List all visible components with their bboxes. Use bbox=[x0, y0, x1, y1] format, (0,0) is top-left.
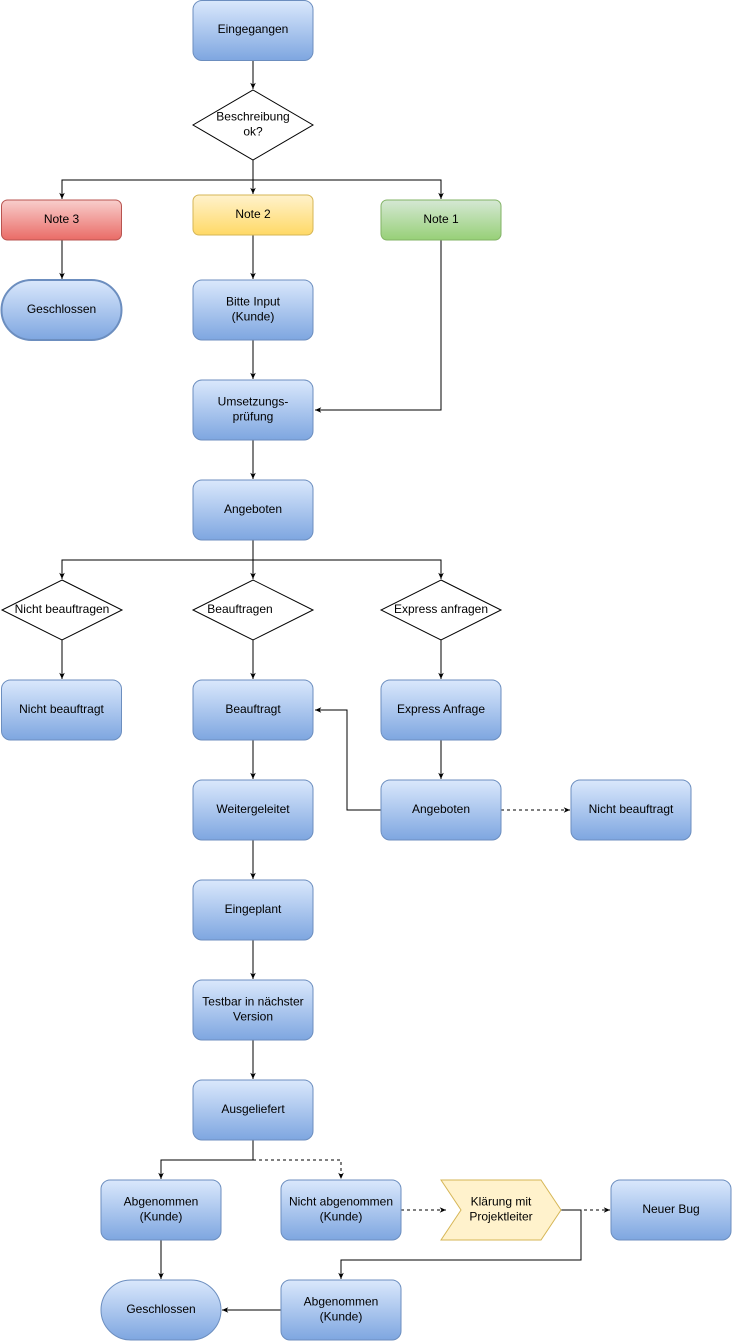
node-label-line: Beschreibung bbox=[216, 110, 289, 124]
edge-beschreibung-note1 bbox=[253, 179, 444, 199]
node-label: Nicht beauftragt bbox=[589, 802, 674, 816]
node-weitergeleitet[interactable]: Weitergeleitet bbox=[192, 779, 314, 841]
node-label-line: (Kunde) bbox=[320, 1210, 363, 1224]
edge-angeboten-express bbox=[253, 559, 444, 579]
node-label: Note 3 bbox=[44, 212, 80, 226]
node-label: Bitte Input(Kunde) bbox=[226, 295, 281, 324]
node-geschlossen-1[interactable]: Geschlossen bbox=[0, 279, 123, 341]
node-label: Angeboten bbox=[412, 802, 470, 816]
edge-angeboten-beauftragt bbox=[315, 707, 381, 811]
node-label-line: Beauftragt bbox=[225, 702, 281, 716]
node-label-line: Nicht beauftragt bbox=[19, 702, 104, 716]
node-label-line: Klärung mit bbox=[471, 1195, 532, 1209]
edge-ausgeliefert-nichtabgenommen bbox=[253, 1159, 344, 1179]
node-label-line: Beauftragen bbox=[207, 602, 272, 616]
node-label-line: Abgenommen bbox=[304, 1295, 379, 1309]
node-note3[interactable]: Note 3 bbox=[1, 199, 122, 241]
node-label: Eingegangen bbox=[218, 22, 289, 36]
node-nicht-beauftragt-2[interactable]: Nicht beauftragt bbox=[570, 779, 692, 841]
node-label-line: Testbar in nächster bbox=[202, 995, 303, 1009]
node-label-line: Note 2 bbox=[235, 207, 271, 221]
node-label: Geschlossen bbox=[126, 1302, 195, 1316]
node-abgenommen-2[interactable]: Abgenommen(Kunde) bbox=[280, 1279, 402, 1341]
node-label-line: Angeboten bbox=[224, 502, 282, 516]
node-express-anfragen-decision[interactable]: Express anfragen bbox=[379, 579, 503, 641]
node-label-line: Projektleiter bbox=[469, 1210, 532, 1224]
node-abgenommen-1[interactable]: Abgenommen(Kunde) bbox=[100, 1179, 222, 1241]
node-nicht-beauftragt-1[interactable]: Nicht beauftragt bbox=[1, 679, 122, 741]
node-neuer-bug[interactable]: Neuer Bug bbox=[610, 1179, 732, 1241]
node-label-line: (Kunde) bbox=[140, 1210, 183, 1224]
node-label-line: Nicht abgenommen bbox=[289, 1195, 393, 1209]
node-label-line: ok? bbox=[243, 125, 263, 139]
node-label: Note 1 bbox=[423, 212, 459, 226]
node-label: Express anfragen bbox=[394, 602, 488, 616]
node-label: Beauftragen bbox=[207, 602, 272, 616]
node-nicht-beauftragen-decision[interactable]: Nicht beauftragen bbox=[0, 579, 124, 641]
node-label: Abgenommen(Kunde) bbox=[304, 1295, 379, 1324]
node-label-line: Geschlossen bbox=[27, 302, 96, 316]
node-label: Umsetzungs-prüfung bbox=[218, 395, 289, 424]
node-label: Eingeplant bbox=[225, 902, 282, 916]
node-label: Geschlossen bbox=[27, 302, 96, 316]
node-label-line: Geschlossen bbox=[126, 1302, 195, 1316]
edge-note1-umsetzung bbox=[315, 240, 442, 413]
node-label: Nicht beauftragen bbox=[15, 602, 110, 616]
node-ausgeliefert[interactable]: Ausgeliefert bbox=[192, 1079, 314, 1141]
node-label-line: Angeboten bbox=[412, 802, 470, 816]
node-label: Nicht abgenommen(Kunde) bbox=[289, 1195, 393, 1224]
node-beauftragen-decision[interactable]: Beauftragen bbox=[191, 579, 315, 641]
node-eingegangen[interactable]: Eingegangen bbox=[192, 0, 314, 61]
node-angeboten-2[interactable]: Angeboten bbox=[380, 779, 502, 841]
node-label-line: Ausgeliefert bbox=[221, 1102, 285, 1116]
node-label: Nicht beauftragt bbox=[19, 702, 104, 716]
node-label-line: Umsetzungs- bbox=[218, 395, 289, 409]
node-label-line: Express anfragen bbox=[394, 602, 488, 616]
node-label: Beauftragt bbox=[225, 702, 281, 716]
node-label: Weitergeleitet bbox=[216, 802, 290, 816]
edge-klaerung-abgenommen2 bbox=[338, 1209, 582, 1279]
node-label-line: Bitte Input bbox=[226, 295, 281, 309]
node-label-line: Abgenommen bbox=[124, 1195, 199, 1209]
node-umsetzungspruefung[interactable]: Umsetzungs-prüfung bbox=[192, 379, 314, 441]
node-nicht-abgenommen[interactable]: Nicht abgenommen(Kunde) bbox=[280, 1179, 402, 1241]
node-angeboten-1[interactable]: Angeboten bbox=[192, 479, 314, 541]
node-label-line: Note 1 bbox=[423, 212, 459, 226]
node-label-line: prüfung bbox=[233, 410, 274, 424]
node-label-line: Eingeplant bbox=[225, 902, 282, 916]
node-label: Abgenommen(Kunde) bbox=[124, 1195, 199, 1224]
edge-angeboten-branch bbox=[59, 540, 254, 579]
node-bitte-input[interactable]: Bitte Input(Kunde) bbox=[192, 279, 314, 341]
node-label-line: Neuer Bug bbox=[642, 1202, 699, 1216]
node-label-line: Express Anfrage bbox=[397, 702, 485, 716]
node-label-line: Version bbox=[233, 1010, 273, 1024]
node-express-anfrage[interactable]: Express Anfrage bbox=[380, 679, 502, 741]
node-label-line: Eingegangen bbox=[218, 22, 289, 36]
node-label-line: (Kunde) bbox=[232, 310, 275, 324]
node-label: Note 2 bbox=[235, 207, 271, 221]
node-label-line: Note 3 bbox=[44, 212, 80, 226]
node-beauftragt[interactable]: Beauftragt bbox=[192, 679, 314, 741]
node-note1[interactable]: Note 1 bbox=[380, 199, 502, 241]
edge-beschreibung-branch bbox=[59, 160, 254, 199]
node-label: Express Anfrage bbox=[397, 702, 485, 716]
node-geschlossen-2[interactable]: Geschlossen bbox=[100, 1279, 222, 1341]
node-label-line: Nicht beauftragen bbox=[15, 602, 110, 616]
node-label: Angeboten bbox=[224, 502, 282, 516]
node-label-line: (Kunde) bbox=[320, 1310, 363, 1324]
node-label: Ausgeliefert bbox=[221, 1102, 285, 1116]
node-label: Neuer Bug bbox=[642, 1202, 699, 1216]
node-label-line: Nicht beauftragt bbox=[589, 802, 674, 816]
node-label-line: Weitergeleitet bbox=[216, 802, 290, 816]
node-note2[interactable]: Note 2 bbox=[192, 194, 314, 236]
node-eingeplant[interactable]: Eingeplant bbox=[192, 879, 314, 941]
edge-ausgeliefert-abgenommen bbox=[158, 1140, 254, 1179]
